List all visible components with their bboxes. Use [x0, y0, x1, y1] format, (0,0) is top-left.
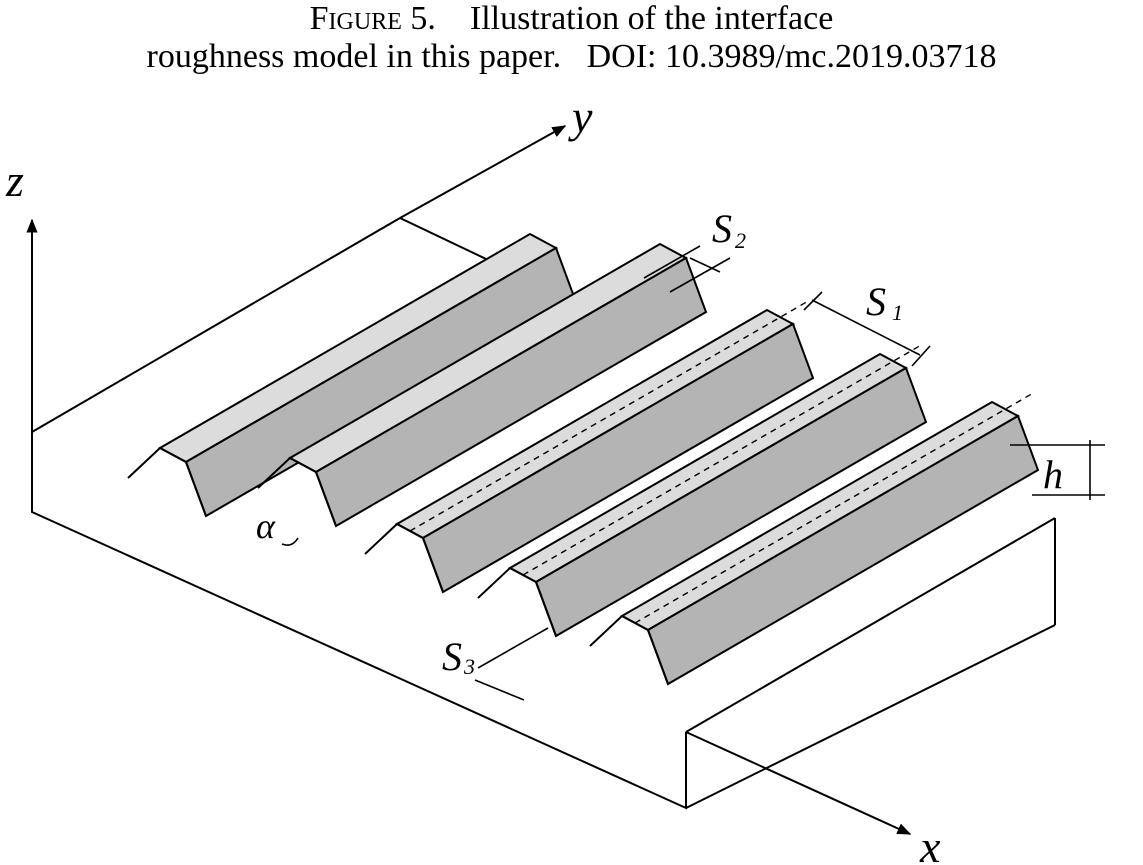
rib-profile — [257, 456, 337, 527]
caption-line-2: roughness model in this paper. DOI: 10.3… — [0, 38, 1143, 76]
block-back-left-edge — [31, 217, 401, 433]
s2-subscript: 2 — [735, 228, 746, 253]
angle-arc — [281, 537, 299, 546]
rib-5 — [589, 391, 1040, 686]
axis-y-label: y — [568, 91, 593, 142]
height-label: h — [1043, 452, 1063, 497]
rib-group — [127, 232, 1040, 686]
dim-s2-extension-a — [643, 245, 701, 279]
rib-2 — [257, 242, 708, 528]
axes — [26, 125, 912, 835]
axis-z-label: z — [5, 155, 24, 206]
s3-label: S — [442, 634, 462, 679]
s1-label: S — [866, 279, 886, 324]
dim-s2-extension-b — [669, 257, 731, 293]
y-axis-line — [399, 125, 567, 219]
dim-s2-line — [689, 257, 721, 273]
caption-line-1: Figure 5. Illustration of the interface — [0, 0, 1143, 38]
dim-s1-line — [811, 299, 921, 356]
x-axis-line — [685, 731, 912, 835]
dimension-annotations — [281, 245, 1105, 701]
figure-caption: Figure 5. Illustration of the interface … — [0, 0, 1143, 76]
caption-doi: DOI: 10.3989/mc.2019.03718 — [586, 38, 997, 75]
angle-label: α — [256, 506, 276, 546]
s2-label: S — [712, 206, 732, 251]
caption-title-part1: Illustration of the interface — [469, 0, 834, 37]
dim-s3-line — [474, 679, 525, 701]
axis-x-label: x — [919, 821, 941, 865]
rib-3 — [364, 299, 815, 594]
s1-subscript: 1 — [892, 300, 903, 325]
s3-subscript: 3 — [463, 654, 475, 679]
figure-label: Figure 5. — [309, 0, 436, 37]
dim-s1-tick-a — [803, 291, 823, 311]
caption-title-part2: roughness model in this paper. — [146, 38, 562, 75]
dim-s3-extension — [477, 627, 549, 669]
block-right-top-edge — [685, 517, 1056, 733]
rib-profile — [127, 446, 207, 517]
dim-s1-tick-b — [911, 345, 931, 367]
rib-4 — [477, 343, 928, 638]
block-right-bottom-edge — [685, 624, 1056, 809]
